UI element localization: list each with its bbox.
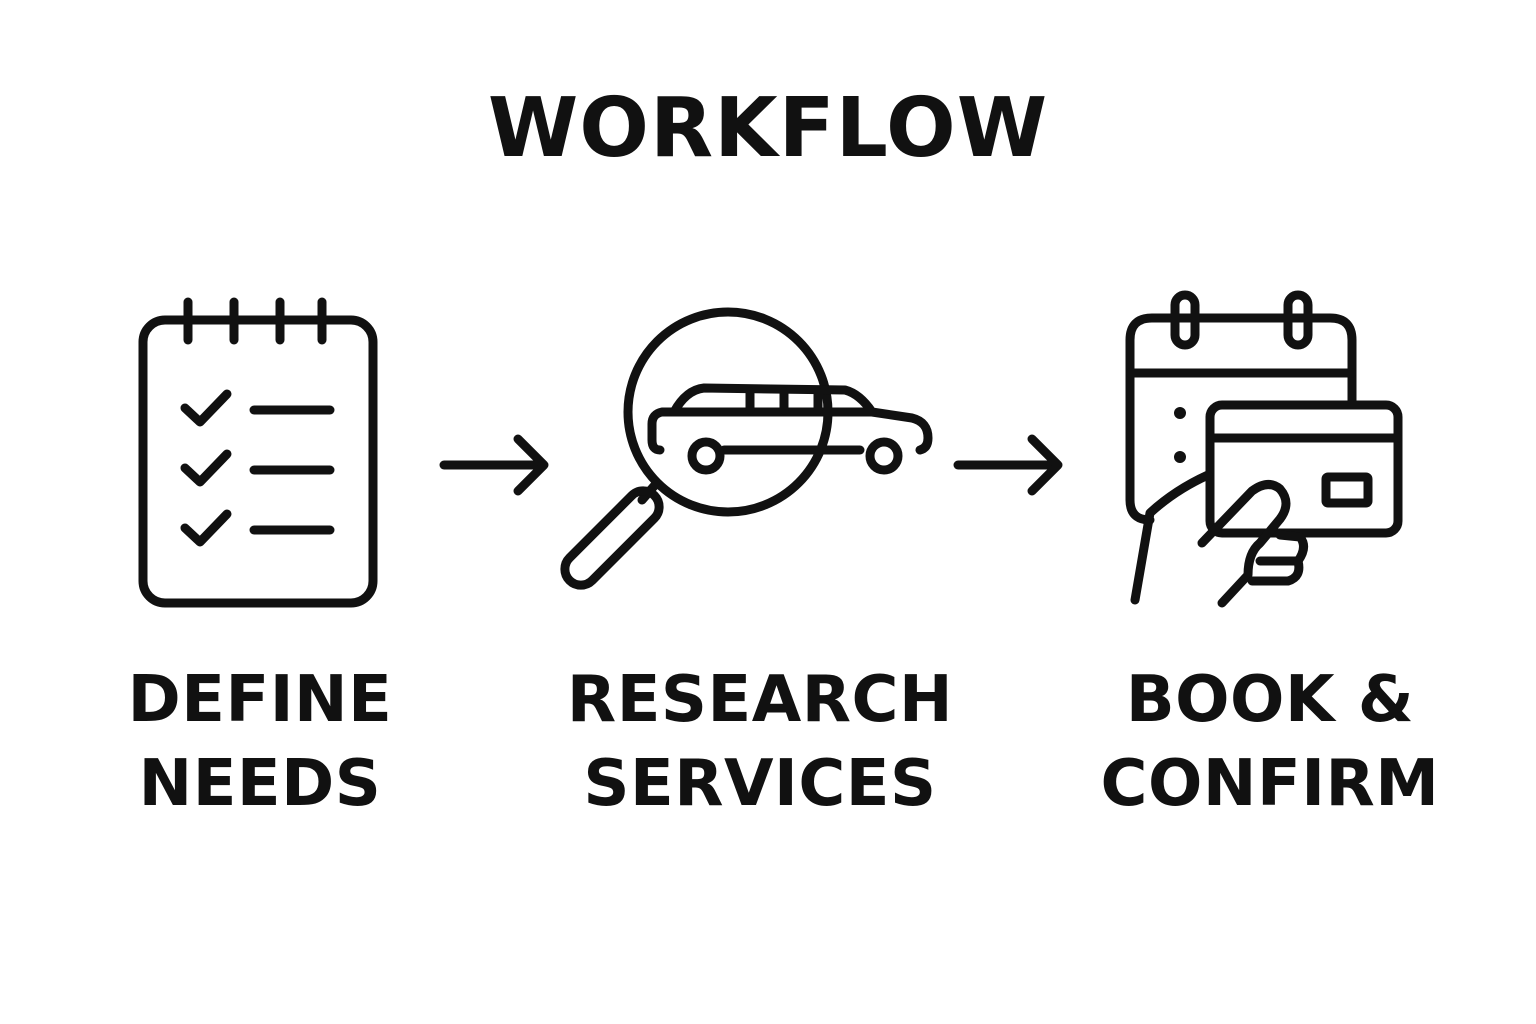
step-label-line: RESEARCH: [566, 663, 954, 737]
step-label-line: DEFINE: [127, 663, 393, 737]
step-label-line: CONFIRM: [1100, 747, 1440, 821]
workflow-title: WORKFLOW: [487, 81, 1049, 176]
checklist-notepad-icon: [130, 290, 390, 620]
step-label-line: SERVICES: [583, 747, 937, 821]
calendar-card-payment-icon: [1120, 285, 1420, 615]
step-label-line: NEEDS: [138, 747, 382, 821]
step-label-research-services: RESEARCH SERVICES: [540, 658, 980, 826]
magnifier-limousine-icon: [560, 300, 940, 600]
step-label-book-confirm: BOOK & CONFIRM: [1080, 658, 1460, 826]
arrow-right-icon: [438, 430, 558, 504]
arrow-right-icon: [952, 430, 1072, 504]
step-label-define-needs: DEFINE NEEDS: [100, 658, 420, 826]
step-label-line: BOOK &: [1125, 663, 1415, 737]
